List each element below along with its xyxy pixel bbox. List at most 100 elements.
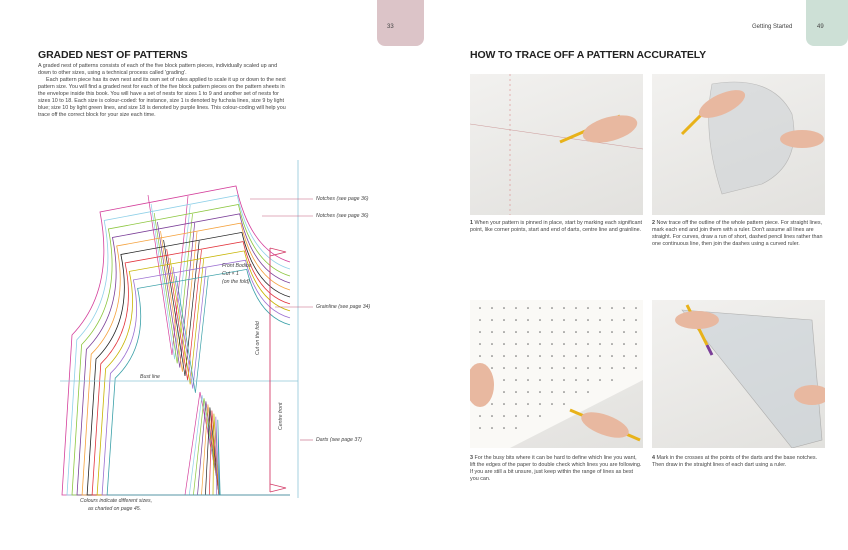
label-centre-front: Centre front	[278, 402, 284, 430]
paragraph: Each pattern piece has its own nest and …	[38, 77, 286, 118]
paper-dot	[623, 367, 625, 369]
paper-dot	[539, 415, 541, 417]
label-grainline: Grainline (see page 34)	[316, 304, 371, 310]
right-page-tab	[806, 0, 848, 46]
paper-dot	[503, 403, 505, 405]
paper-dot	[599, 331, 601, 333]
shoulder-dart	[150, 203, 191, 360]
paper-dot	[479, 331, 481, 333]
paper-dot	[503, 379, 505, 381]
paper-dot	[587, 391, 589, 393]
paper-dot	[539, 367, 541, 369]
paper-dot	[491, 367, 493, 369]
paper-dot	[503, 355, 505, 357]
diagram-caption-2: as charted on page 45.	[88, 506, 142, 512]
paper-dot	[527, 343, 529, 345]
paper-dot	[515, 319, 517, 321]
paper-dot	[587, 331, 589, 333]
step-4-photo	[652, 300, 825, 448]
paragraph: A graded nest of patterns consists of ea…	[38, 63, 278, 76]
paper-dot	[539, 331, 541, 333]
shoulder-dart	[163, 239, 200, 377]
paper-dot	[623, 355, 625, 357]
paper-dot	[515, 391, 517, 393]
paper-dot	[539, 379, 541, 381]
paper-dot	[491, 307, 493, 309]
right-page-number: 49	[817, 24, 824, 30]
paper-dot	[551, 331, 553, 333]
step-3-photo	[470, 300, 643, 448]
paper-dot	[479, 427, 481, 429]
section-name: Getting Started	[752, 24, 793, 30]
paper-dot	[539, 355, 541, 357]
paper-dot	[599, 355, 601, 357]
paper-dot	[635, 319, 637, 321]
paper-dot	[503, 319, 505, 321]
waist-dart	[217, 419, 221, 496]
step-2-caption: 2 Now trace off the outline of the whole…	[652, 220, 823, 247]
label-notches-1: Notches (see page 36)	[316, 196, 369, 202]
paper-dot	[503, 343, 505, 345]
paper-dot	[575, 367, 577, 369]
paper-dot	[503, 427, 505, 429]
paper-dot	[599, 367, 601, 369]
paper-dot	[479, 319, 481, 321]
size-outline	[76, 213, 291, 496]
paper-dot	[635, 343, 637, 345]
size-outline	[71, 204, 291, 496]
paper-dot	[623, 343, 625, 345]
diagram-caption-1: Colours indicate different sizes,	[80, 498, 153, 504]
shoulder-dart	[172, 266, 207, 389]
paper-dot	[575, 355, 577, 357]
paper-dot	[551, 367, 553, 369]
paper-dot	[539, 307, 541, 309]
size-outline	[106, 268, 291, 496]
shoulder-dart	[166, 248, 202, 381]
paper-dot	[479, 343, 481, 345]
shoulder-dart	[169, 257, 205, 385]
paper-dot	[515, 379, 517, 381]
paper-dot	[491, 403, 493, 405]
paper-dot	[539, 319, 541, 321]
paper-dot	[575, 391, 577, 393]
paper-dot	[503, 367, 505, 369]
waist-dart	[201, 404, 220, 496]
paper-dot	[587, 343, 589, 345]
paper-dot	[527, 391, 529, 393]
size-outline	[101, 259, 291, 496]
paper-dot	[599, 307, 601, 309]
label-notches-2: Notches (see page 36)	[316, 213, 369, 219]
waist-dart	[205, 407, 220, 496]
paper-dot	[611, 379, 613, 381]
left-page-tab	[377, 0, 424, 46]
left-page-number: 33	[387, 24, 394, 30]
paper-dot	[503, 391, 505, 393]
shoulder-dart	[153, 212, 193, 364]
step-1-photo	[470, 74, 643, 215]
paper-dot	[527, 379, 529, 381]
paper-dot	[527, 319, 529, 321]
paper-dot	[599, 343, 601, 345]
step-2-photo	[652, 74, 825, 215]
size-outline	[81, 222, 291, 496]
paper-dot	[635, 355, 637, 357]
paper-dot	[563, 343, 565, 345]
label-bust-line: Bust line	[140, 374, 160, 380]
waist-dart	[215, 416, 220, 496]
paper-dot	[587, 367, 589, 369]
paper-dot	[515, 355, 517, 357]
paper-dot	[515, 403, 517, 405]
paper-dot	[599, 379, 601, 381]
paper-dot	[515, 367, 517, 369]
paper-dot	[575, 319, 577, 321]
label-piece-cut: Cut × 1	[222, 271, 239, 277]
paper-dot	[527, 367, 529, 369]
paper-dot	[611, 331, 613, 333]
paper-dot	[551, 391, 553, 393]
paper-dot	[611, 367, 613, 369]
paper-dot	[491, 415, 493, 417]
paper-dot	[575, 379, 577, 381]
paper-dot	[611, 355, 613, 357]
paper-dot	[563, 319, 565, 321]
size-outline	[96, 250, 291, 496]
